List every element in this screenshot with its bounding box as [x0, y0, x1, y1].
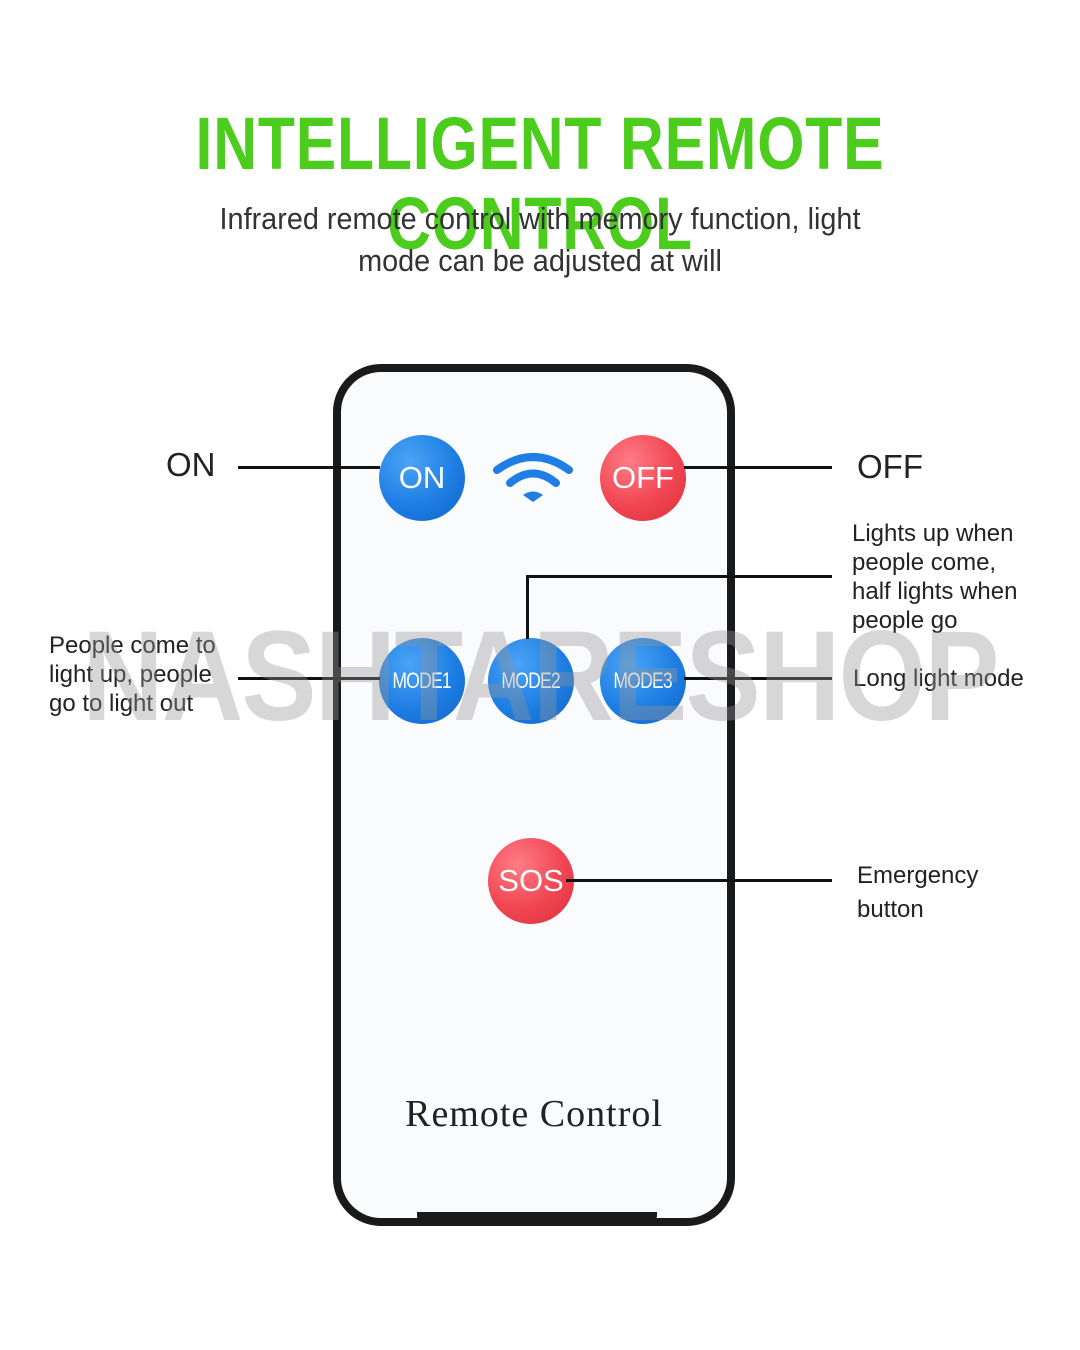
- on-button[interactable]: ON: [379, 435, 465, 521]
- callout-mode2-line: people go: [852, 607, 958, 634]
- off-button[interactable]: OFF: [600, 435, 686, 521]
- on-leader-line: [238, 466, 380, 469]
- mode2-button-label: MODE2: [501, 668, 561, 693]
- mode2-leader-line: [526, 575, 832, 578]
- subtitle-line-1: Infrared remote control with memory func…: [219, 201, 861, 236]
- callout-mode1-line: light up, people: [49, 661, 212, 688]
- callout-mode2-line: half lights when: [852, 578, 1018, 605]
- on-button-label: ON: [398, 460, 446, 495]
- callout-mode2: Lights up when people come, half lights …: [852, 519, 1017, 635]
- callout-mode1-line: People come to: [49, 632, 216, 659]
- subtitle: Infrared remote control with memory func…: [122, 198, 959, 282]
- off-leader-line: [684, 466, 832, 469]
- callout-mode1: People come to light up, people go to li…: [49, 631, 216, 718]
- page-title: INTELLIGENT REMOTE CONTROL: [195, 102, 885, 265]
- mode2-button[interactable]: MODE2: [488, 638, 574, 724]
- remote-nub: [594, 1216, 603, 1225]
- callout-sos-line: button: [857, 896, 924, 923]
- remote-nub: [621, 1216, 630, 1225]
- mode1-leader-line: [238, 677, 380, 680]
- remote-bottom-edge: [417, 1212, 657, 1220]
- callout-mode3: Long light mode: [853, 665, 1024, 692]
- mode3-button[interactable]: MODE3: [600, 638, 686, 724]
- callout-mode2-line: Lights up when: [852, 520, 1014, 547]
- sos-leader-line: [566, 879, 832, 882]
- remote-brand-label: Remote Control: [405, 1093, 663, 1135]
- subtitle-line-2: mode can be adjusted at will: [358, 243, 722, 278]
- mode3-leader-line: [684, 677, 832, 680]
- callout-mode1-line: go to light out: [49, 690, 194, 717]
- mode3-button-label: MODE3: [613, 668, 673, 693]
- sos-button[interactable]: SOS: [488, 838, 574, 924]
- wifi-icon: [493, 453, 573, 502]
- off-button-label: OFF: [612, 460, 674, 495]
- callout-sos: Emergency button: [857, 859, 978, 927]
- sos-button-label: SOS: [498, 863, 564, 898]
- callout-off: OFF: [857, 448, 923, 485]
- callout-on: ON: [166, 446, 216, 483]
- mode1-button-label: MODE1: [392, 668, 452, 693]
- mode1-button[interactable]: MODE1: [379, 638, 465, 724]
- callout-mode2-line: people come,: [852, 549, 997, 576]
- mode2-leader-vertical: [526, 575, 529, 639]
- callout-sos-line: Emergency: [857, 862, 979, 889]
